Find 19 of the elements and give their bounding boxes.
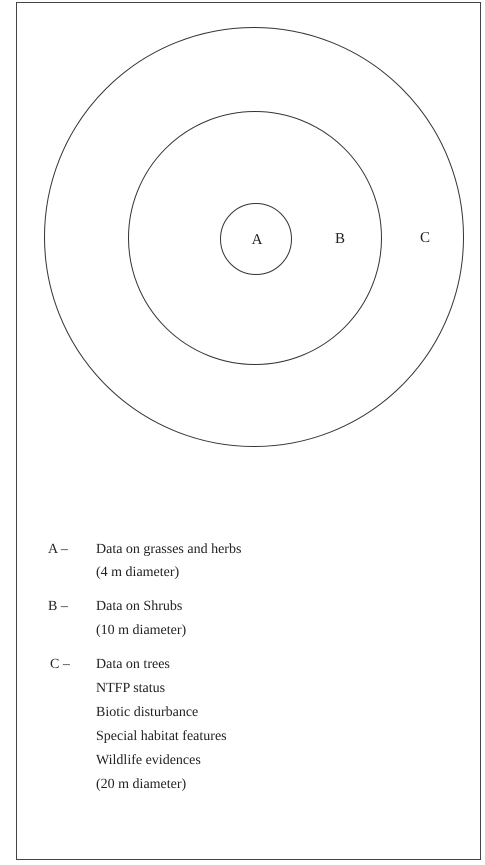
legend-text: NTFP status bbox=[96, 680, 166, 698]
zone-key: A – bbox=[48, 541, 68, 559]
outer-plot-circle bbox=[44, 27, 464, 447]
zone-key: C – bbox=[50, 656, 70, 674]
inner-plot-circle bbox=[220, 203, 292, 275]
middle-plot-circle bbox=[128, 111, 382, 365]
legend-text: (4 m diameter) bbox=[96, 564, 180, 582]
zone-key: B – bbox=[48, 598, 68, 616]
zone-letter: C bbox=[420, 229, 430, 247]
legend-text: Data on Shrubs bbox=[96, 598, 182, 616]
zone-letter: B bbox=[335, 230, 345, 248]
zone-letter: A bbox=[252, 231, 262, 249]
legend-text: (20 m diameter) bbox=[96, 776, 186, 794]
legend-text: Special habitat features bbox=[96, 728, 227, 746]
legend-text: Data on trees bbox=[96, 656, 170, 674]
legend-text: Data on grasses and herbs bbox=[96, 541, 242, 559]
legend-text: (10 m diameter) bbox=[96, 622, 186, 640]
legend-text: Biotic disturbance bbox=[96, 704, 198, 722]
legend-text: Wildlife evidences bbox=[96, 752, 201, 770]
